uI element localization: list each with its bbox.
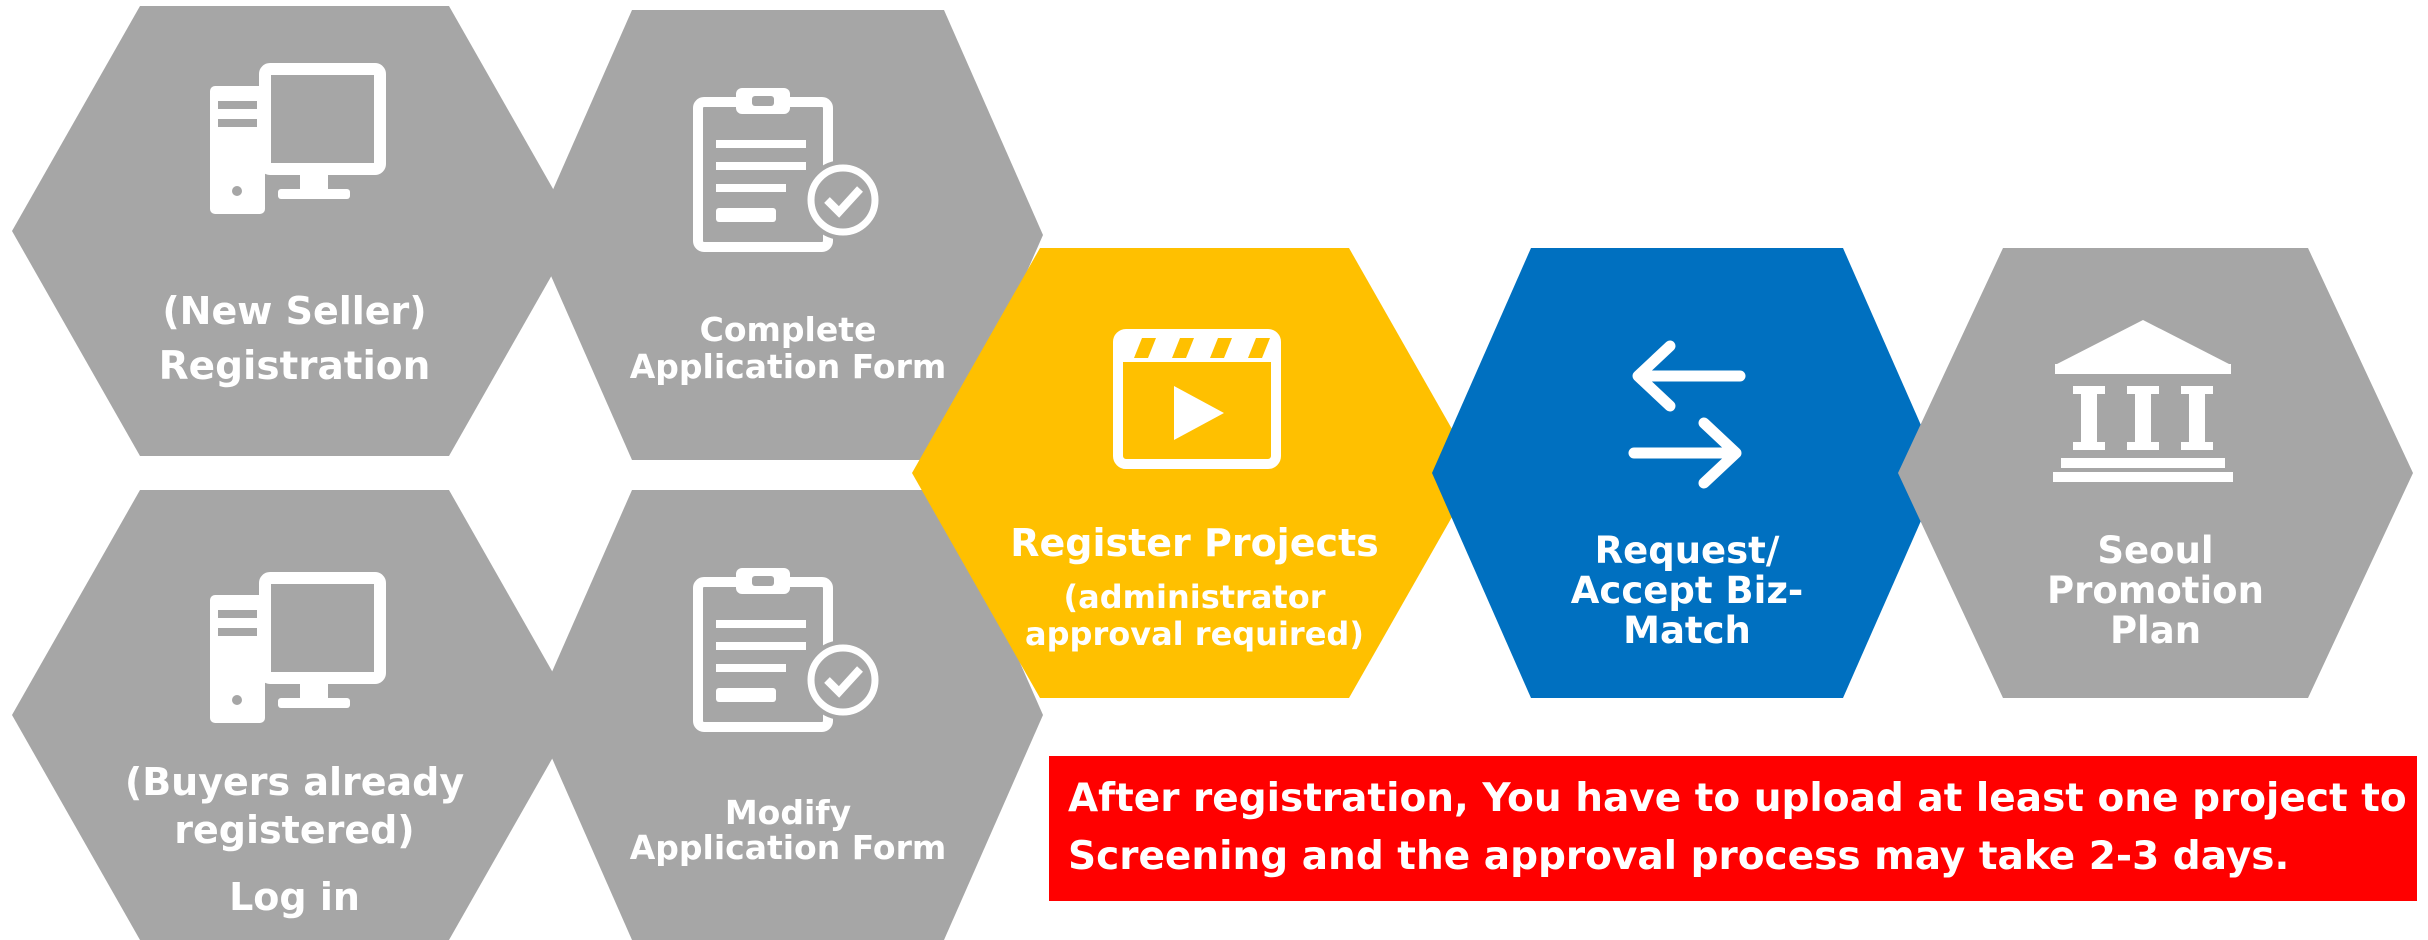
notice-banner: After registration, You have to upload a… xyxy=(1049,756,2428,901)
step-label-line-1: Seoul xyxy=(2097,529,2214,572)
clipboard-check-icon xyxy=(693,88,883,252)
step-register-projects: Register Projects (administrator approva… xyxy=(912,248,1477,698)
step-label-line-2: Registration xyxy=(158,344,431,389)
step-label-line-2: (administrator xyxy=(1063,578,1326,616)
notice-line-1: After registration, You have to upload a… xyxy=(1068,776,2428,821)
step-label-line-2: registered) xyxy=(174,808,415,852)
step-label-line-1: (Buyers already xyxy=(124,760,465,804)
step-label-line-3: Log in xyxy=(229,875,360,919)
hexagon-shape xyxy=(912,248,1477,698)
exchange-arrows-icon xyxy=(1628,340,1746,489)
hexagon-shape xyxy=(533,10,1043,460)
step-new-seller-registration: (New Seller) Registration xyxy=(12,6,577,456)
step-label-line-1: Complete xyxy=(699,310,877,349)
step-label-line-2: Accept Biz- xyxy=(1570,569,1804,612)
step-label-line-2: Application Form xyxy=(629,828,947,867)
step-label-line-3: Plan xyxy=(2109,609,2202,652)
step-label-line-1: Request/ xyxy=(1594,529,1780,572)
desktop-computer-icon xyxy=(210,572,386,723)
step-request-accept-biz-match: Request/ Accept Biz- Match xyxy=(1432,248,1942,698)
step-label-line-3: Match xyxy=(1623,609,1751,652)
step-label-line-2: Application Form xyxy=(629,347,947,386)
video-clapper-icon xyxy=(1113,329,1281,469)
hexagon-shape xyxy=(12,490,577,940)
step-label-line-1: Register Projects xyxy=(1010,521,1379,565)
step-complete-application-form: Complete Application Form xyxy=(533,10,1043,460)
step-label-line-2: Promotion xyxy=(2047,569,2264,612)
step-seoul-promotion-plan: Seoul Promotion Plan xyxy=(1898,248,2413,698)
hexagon-shape xyxy=(533,490,1043,940)
step-label-line-1: Modify xyxy=(724,793,852,832)
desktop-computer-icon xyxy=(210,63,386,214)
step-modify-application-form: Modify Application Form xyxy=(533,490,1043,940)
notice-line-2: Screening and the approval process may t… xyxy=(1068,834,2290,879)
hexagon-shape xyxy=(1432,248,1942,698)
step-label-line-3: approval required) xyxy=(1025,615,1364,653)
institution-building-icon xyxy=(2053,320,2233,482)
clipboard-check-icon xyxy=(693,568,883,732)
step-label-line-1: (New Seller) xyxy=(162,289,427,333)
step-buyers-log-in: (Buyers already registered) Log in xyxy=(12,490,577,940)
hexagon-shape xyxy=(12,6,577,456)
